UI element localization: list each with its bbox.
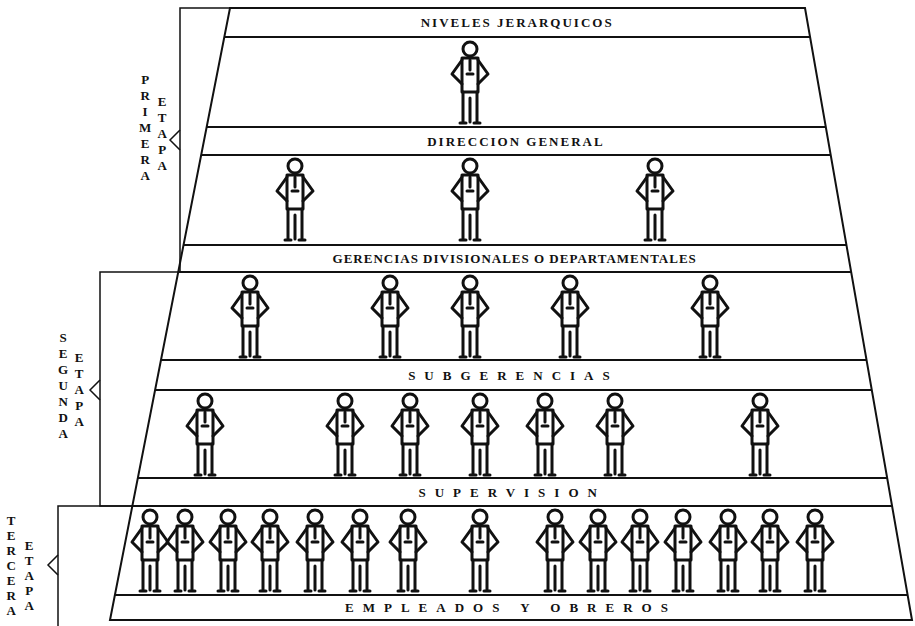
person-figure xyxy=(342,510,378,591)
person-figure xyxy=(452,42,488,123)
person-figure xyxy=(297,510,333,591)
person-figure xyxy=(232,276,268,357)
person-figure xyxy=(187,394,223,475)
person-figure xyxy=(132,510,168,591)
person-figure xyxy=(462,510,498,591)
person-figure xyxy=(710,510,746,591)
person-figure xyxy=(622,510,658,591)
person-figure xyxy=(372,276,408,357)
person-figures xyxy=(132,42,833,591)
person-figure xyxy=(462,394,498,475)
person-figure xyxy=(452,159,488,240)
person-figure xyxy=(452,276,488,357)
hierarchy-band: DIRECCION GENERAL xyxy=(204,129,828,153)
person-figure xyxy=(597,394,633,475)
hierarchy-band: SUBGERENCIAS xyxy=(158,362,869,388)
stage-label: TERCERA xyxy=(4,513,18,618)
person-figure xyxy=(252,510,288,591)
person-figure xyxy=(390,510,426,591)
person-figure xyxy=(167,510,203,591)
pyramid-title: NIVELES JERARQUICOS xyxy=(227,10,807,35)
person-figure xyxy=(527,394,563,475)
hierarchy-band-text: EMPLEADOS Y OBREROS xyxy=(345,601,677,614)
person-figure xyxy=(752,510,788,591)
person-figure xyxy=(327,394,363,475)
person-figure xyxy=(797,510,833,591)
person-figure xyxy=(665,510,701,591)
person-figure xyxy=(742,394,778,475)
person-figure xyxy=(692,276,728,357)
stage-brackets xyxy=(48,8,230,626)
person-figure xyxy=(392,394,428,475)
stage-label: SEGUNDA xyxy=(56,330,70,442)
person-figure xyxy=(580,510,616,591)
person-figure xyxy=(637,159,673,240)
stage-label: PRIMERA xyxy=(138,72,152,184)
person-figure xyxy=(537,510,573,591)
person-figure xyxy=(552,276,588,357)
stage-label: ETAPA xyxy=(72,350,86,430)
hierarchy-band-text: GERENCIAS DIVISIONALES O DEPARTAMENTALES xyxy=(333,252,697,265)
hierarchy-band: EMPLEADOS Y OBREROS xyxy=(113,597,909,618)
person-figure xyxy=(210,510,246,591)
stage-label: ETAPA xyxy=(22,538,36,613)
person-figure xyxy=(277,159,313,240)
hierarchy-band-text: SUPERVISION xyxy=(418,486,605,499)
pyramid-outline xyxy=(110,8,912,620)
hierarchy-band-text: DIRECCION GENERAL xyxy=(427,135,604,148)
hierarchy-band: SUPERVISION xyxy=(135,480,889,504)
stage-label: ETAPA xyxy=(155,94,169,174)
hierarchy-band: GERENCIAS DIVISIONALES O DEPARTAMENTALES xyxy=(181,247,848,270)
pyramid-title-text: NIVELES JERARQUICOS xyxy=(421,16,614,29)
hierarchy-band-text: SUBGERENCIAS xyxy=(408,369,619,382)
